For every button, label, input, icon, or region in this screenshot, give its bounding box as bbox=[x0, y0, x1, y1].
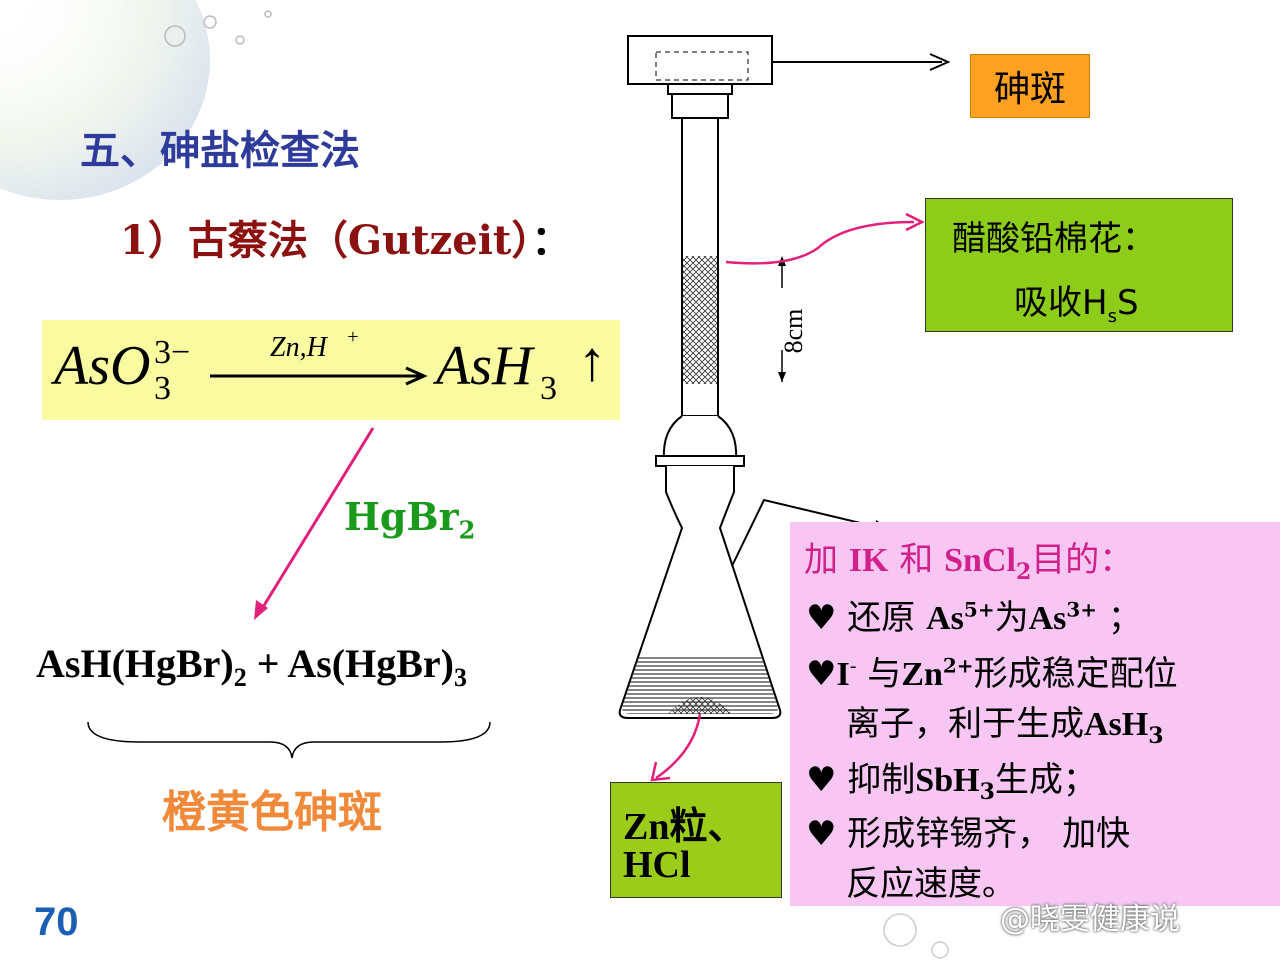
zinc-hcl-callout: Zn粒、 HCl bbox=[610, 782, 782, 898]
item2b-ash-sub: 3 bbox=[1148, 722, 1164, 749]
purpose-box: 加 IK 和 SnCl2目的： ♥ 还原 As5+为As3+ ； ♥I- 与Zn… bbox=[790, 522, 1280, 906]
gas-evolution-arrow: ↑ bbox=[578, 331, 606, 393]
purpose-pointer bbox=[731, 498, 891, 567]
equation-condition: Zn,H bbox=[270, 332, 327, 363]
reagent-subscript: 2 bbox=[458, 515, 476, 545]
bubble-decor bbox=[264, 10, 272, 18]
item1-suffix: ； bbox=[1097, 598, 1142, 638]
gutzeit-apparatus bbox=[618, 35, 786, 719]
purpose-head-suffix: 目的： bbox=[1031, 540, 1134, 580]
equation-product-subscript: 3 bbox=[540, 370, 557, 407]
absorb-suffix: S bbox=[1116, 283, 1139, 323]
purpose-item-complex: ♥I- 与Zn2+形成稳定配位 bbox=[806, 646, 1178, 695]
arsenic-spot-callout: 砷斑 bbox=[970, 54, 1090, 118]
item1-as5-sup: 5+ bbox=[963, 597, 995, 622]
item2-i: I bbox=[836, 656, 850, 693]
bubble-decor bbox=[0, 0, 210, 200]
bubble-decor bbox=[235, 35, 245, 45]
page-title: 五、砷盐检查法 bbox=[80, 128, 360, 174]
purpose-head-prefix: 加 bbox=[804, 540, 849, 580]
lead-cotton-arrowhead bbox=[905, 212, 925, 232]
purpose-head-and: 和 bbox=[888, 540, 945, 580]
purpose-item-reduce: ♥ 还原 As5+为As3+ ； bbox=[806, 590, 1142, 639]
hcl-label: HCl bbox=[623, 844, 691, 886]
item2-zn: Zn bbox=[901, 656, 943, 693]
lead-acetate-cotton bbox=[683, 256, 717, 384]
lead-cotton-pointer bbox=[725, 220, 915, 265]
equation-reactant: AsO bbox=[54, 335, 151, 397]
equation-reactant-subscript: 3 bbox=[154, 370, 171, 407]
product-formula: AsH(HgBr)2 + As(HgBr)3 bbox=[36, 640, 467, 693]
purpose-heading: 加 IK 和 SnCl2目的： bbox=[804, 532, 1133, 585]
flask-liquid bbox=[622, 656, 778, 714]
item1-mid: 为 bbox=[994, 598, 1029, 638]
item2-suffix: 形成稳定配位 bbox=[973, 654, 1178, 694]
purpose-item-amalgam-cont: 反应速度。 bbox=[846, 864, 1016, 904]
watermark: @晓雯健康说 bbox=[1000, 902, 1180, 937]
item1-as3: As bbox=[1028, 600, 1067, 637]
product-brace bbox=[87, 721, 491, 759]
reagent-label: HgBr2 bbox=[344, 494, 475, 545]
zinc-label: Zn粒、 bbox=[623, 806, 746, 848]
reaction-equation-box: AsO 3− 3 Zn,H + AsH 3 ↑ bbox=[42, 320, 620, 420]
product-part1: AsH(HgBr) bbox=[36, 641, 234, 686]
method-name: 1）古蔡法（Gutzeit） bbox=[120, 217, 532, 264]
item2b-prefix: 离子，利于生成 bbox=[846, 704, 1084, 744]
purpose-head-sncl-sub: 2 bbox=[1015, 558, 1032, 585]
item3-suffix: 生成； bbox=[994, 760, 1097, 800]
equation-condition-charge: + bbox=[346, 326, 360, 348]
item3-sbh: SbH bbox=[915, 762, 980, 799]
purpose-head-ik: IK bbox=[848, 542, 889, 579]
absorb-text: 吸收H bbox=[1014, 283, 1108, 323]
reagent-name: HgBr bbox=[344, 494, 459, 539]
dimension-arrow-bottom bbox=[778, 372, 786, 382]
absorb-subscript: s bbox=[1107, 305, 1117, 327]
item2-zn-sup: 2+ bbox=[942, 653, 974, 678]
item1-as5: As bbox=[926, 600, 964, 637]
equation-product: AsH bbox=[436, 335, 533, 397]
page-number: 70 bbox=[34, 900, 79, 944]
item2-mid: 与 bbox=[856, 654, 902, 694]
item1-prefix: ♥ 还原 bbox=[806, 598, 927, 638]
item3-prefix: ♥ 抑制 bbox=[806, 760, 916, 800]
zinc-arrowhead bbox=[650, 761, 671, 782]
item2-prefix: ♥ bbox=[806, 654, 837, 694]
orange-arsenic-spot-label: 橙黄色砷斑 bbox=[162, 787, 382, 838]
purpose-item-amalgam: ♥ 形成锌锡齐， 加快 bbox=[806, 814, 1131, 854]
product-part2-subscript: 3 bbox=[454, 663, 467, 692]
zinc-granules bbox=[668, 697, 732, 714]
bubble-decor bbox=[164, 25, 186, 47]
purpose-item-inhibit: ♥ 抑制SbH3生成； bbox=[806, 752, 1097, 805]
method-subtitle: 1）古蔡法（Gutzeit）： bbox=[120, 208, 571, 266]
product-part2: + As(HgBr) bbox=[246, 641, 454, 686]
zinc-pointer bbox=[655, 713, 702, 780]
lead-acetate-title: 醋酸铅棉花： bbox=[952, 219, 1156, 259]
item2-i-sup: - bbox=[849, 653, 857, 678]
bubble-decor bbox=[203, 15, 217, 29]
purpose-head-sncl: SnCl bbox=[944, 542, 1016, 579]
bubble-decor bbox=[931, 941, 949, 959]
cap-inner-dashed bbox=[655, 51, 749, 81]
item1-as3-sup: 3+ bbox=[1066, 597, 1098, 622]
arsenic-spot-arrowhead bbox=[929, 53, 951, 71]
reaction-arrow-magenta bbox=[258, 427, 375, 613]
purpose-item-complex-cont: 离子，利于生成AsH3 bbox=[846, 696, 1164, 749]
reaction-arrow bbox=[210, 366, 428, 386]
reaction-arrow-head bbox=[254, 600, 268, 620]
bubble-decor bbox=[883, 913, 917, 947]
equation-reactant-charge: 3− bbox=[154, 334, 191, 371]
lead-acetate-callout: 醋酸铅棉花： 吸收HsS bbox=[925, 198, 1233, 332]
product-part1-subscript: 2 bbox=[233, 663, 247, 692]
item3-sbh-sub: 3 bbox=[979, 778, 995, 805]
subtitle-colon: ： bbox=[531, 217, 572, 264]
item2b-ash: AsH bbox=[1084, 706, 1149, 743]
lead-acetate-purpose: 吸收HsS bbox=[1014, 275, 1139, 327]
